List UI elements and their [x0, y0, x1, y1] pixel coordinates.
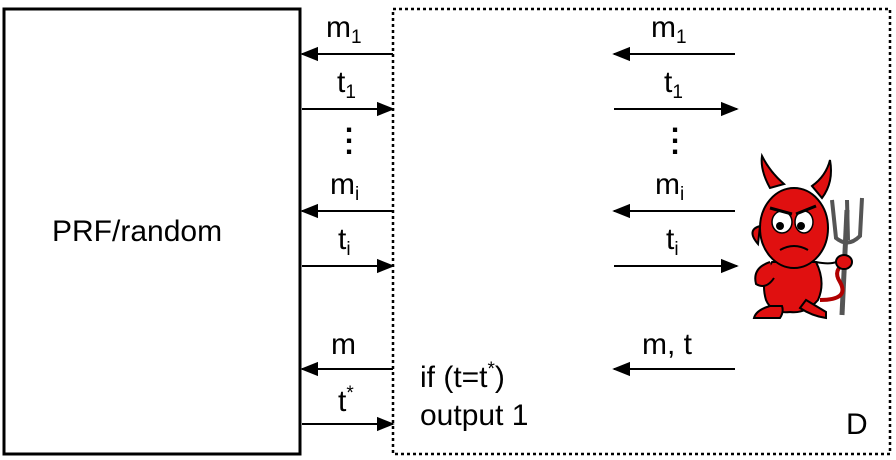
ti-sub-right: i	[674, 239, 679, 260]
label-mi-left: mi	[330, 168, 360, 205]
t1-base-right: t	[664, 66, 673, 99]
label-tstar-left: t*	[338, 384, 354, 417]
label-adversary-output: m, t	[642, 328, 692, 361]
label-mi-right: mi	[655, 168, 685, 205]
check-output: output 1	[420, 399, 529, 432]
label-m-left: m	[331, 328, 356, 361]
m1-sub: 1	[351, 27, 362, 48]
m1-sub-right: 1	[676, 27, 687, 48]
prf-box	[2, 7, 302, 456]
ellipsis-right: ...	[670, 106, 680, 161]
ti-base: t	[338, 223, 347, 256]
m1-base-right: m	[651, 11, 676, 44]
ti-sub: i	[346, 239, 351, 260]
label-ti-right: ti	[666, 223, 679, 260]
mi-base: m	[330, 168, 355, 201]
check-condition: if (t=t*)	[420, 360, 505, 393]
devil-icon	[751, 152, 864, 320]
t1-sub: 1	[345, 82, 356, 103]
label-m1-left: m1	[326, 11, 362, 48]
check-pre: if (t=t	[420, 361, 488, 394]
distinguisher-box	[391, 7, 892, 456]
label-t1-right: t1	[664, 66, 683, 103]
label-ti-left: ti	[338, 223, 351, 260]
label-m1-right: m1	[651, 11, 687, 48]
mi-sub-right: i	[680, 184, 685, 205]
t1-sub-right: 1	[672, 82, 683, 103]
check-post: )	[494, 361, 505, 394]
prf-box-label: PRF/random	[52, 215, 223, 248]
m1-base: m	[326, 11, 351, 44]
tstar-base: t	[338, 385, 347, 418]
t1-base: t	[337, 66, 346, 99]
distinguisher-label: D	[846, 408, 868, 441]
mi-base-right: m	[655, 168, 680, 201]
check-sup: *	[487, 359, 495, 380]
tstar-sup: *	[346, 383, 354, 404]
ti-base-right: t	[666, 223, 675, 256]
ellipsis-left: ...	[344, 106, 354, 161]
label-t1-left: t1	[337, 66, 356, 103]
mi-sub: i	[355, 184, 360, 205]
